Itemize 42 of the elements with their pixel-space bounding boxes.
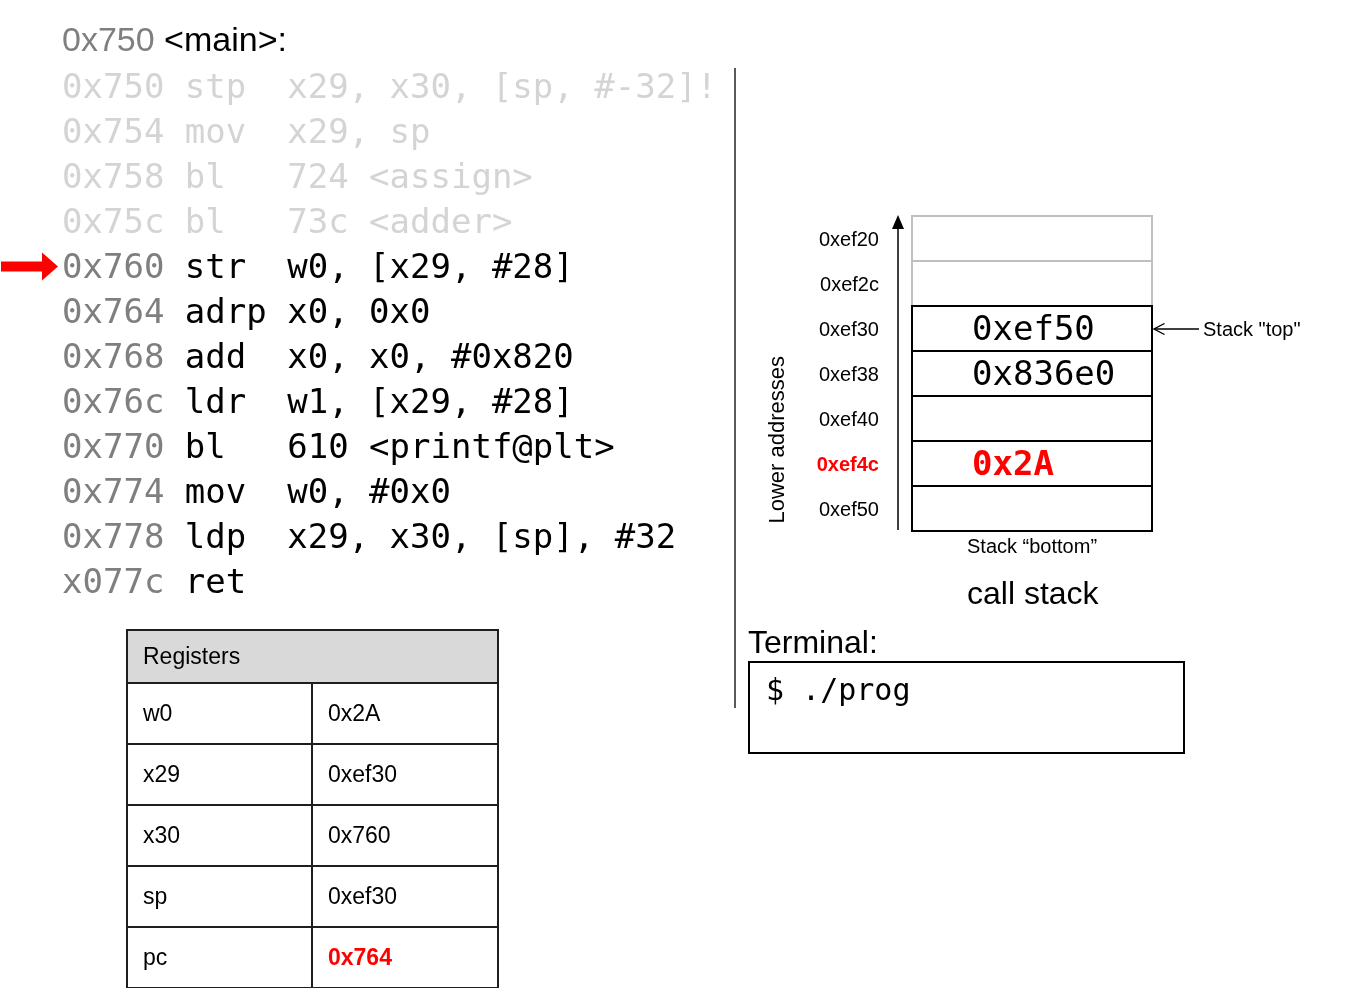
stack-slot: 0xef50: [911, 305, 1153, 352]
address-label: 0xef20: [818, 226, 879, 251]
register-value-cell: 0x760: [312, 805, 498, 866]
address-label: 0xef50: [818, 496, 879, 521]
leader-arrow: [1153, 322, 1200, 336]
code-line: 0x774 mov w0, #0x0: [62, 470, 451, 513]
table-header-cell: Registers: [127, 630, 498, 683]
code-line: 0x76c ldr w1, [x29, #28]: [62, 380, 574, 423]
register-name-cell: x30: [127, 805, 312, 866]
code-line: 0x768 add x0, x0, #0x820: [62, 335, 574, 378]
pointer-arrow: [1, 252, 58, 281]
address-label: 0xef38: [818, 361, 879, 386]
code-line: 0x760 str w0, [x29, #28]: [62, 244, 574, 289]
command-text: $ ./prog: [766, 672, 911, 708]
stack-slot: [911, 215, 1153, 262]
axis-label: Lower addresses: [764, 356, 790, 524]
register-value-cell: 0xef30: [312, 866, 498, 927]
stack-slot: 0x2A: [911, 440, 1153, 487]
code-line: 0x770 bl 610 <printf@plt>: [62, 425, 615, 468]
stack-slot: [911, 395, 1153, 442]
register-name-cell: sp: [127, 866, 312, 927]
stack-slot: [911, 485, 1153, 532]
address-label: 0xef4c: [816, 451, 879, 476]
code-heading: 0x750 <main>:: [62, 19, 287, 60]
code-line: 0x764 adrp x0, 0x0: [62, 290, 431, 333]
stack-bottom-label: Stack “bottom”: [967, 534, 1098, 558]
stack-caption: call stack: [967, 574, 1099, 612]
code-line: 0x778 ldp x29, x30, [sp], #32: [62, 515, 677, 558]
register-value-cell: 0x2A: [312, 683, 498, 744]
stack-slot: [911, 260, 1153, 307]
stack-top-label: Stack "top": [1203, 317, 1301, 341]
stack-slot: 0x836e0: [911, 350, 1153, 397]
address-label: 0xef40: [818, 406, 879, 431]
register-value-cell: 0x764: [312, 927, 498, 988]
register-name-cell: w0: [127, 683, 312, 744]
register-name-cell: pc: [127, 927, 312, 988]
address-label: 0xef2c: [820, 271, 879, 296]
terminal-heading: Terminal:: [748, 623, 878, 661]
register-name-cell: x29: [127, 744, 312, 805]
address-label: 0xef30: [818, 316, 879, 341]
code-line: x077c ret: [62, 560, 247, 603]
register-value-cell: 0xef30: [312, 744, 498, 805]
